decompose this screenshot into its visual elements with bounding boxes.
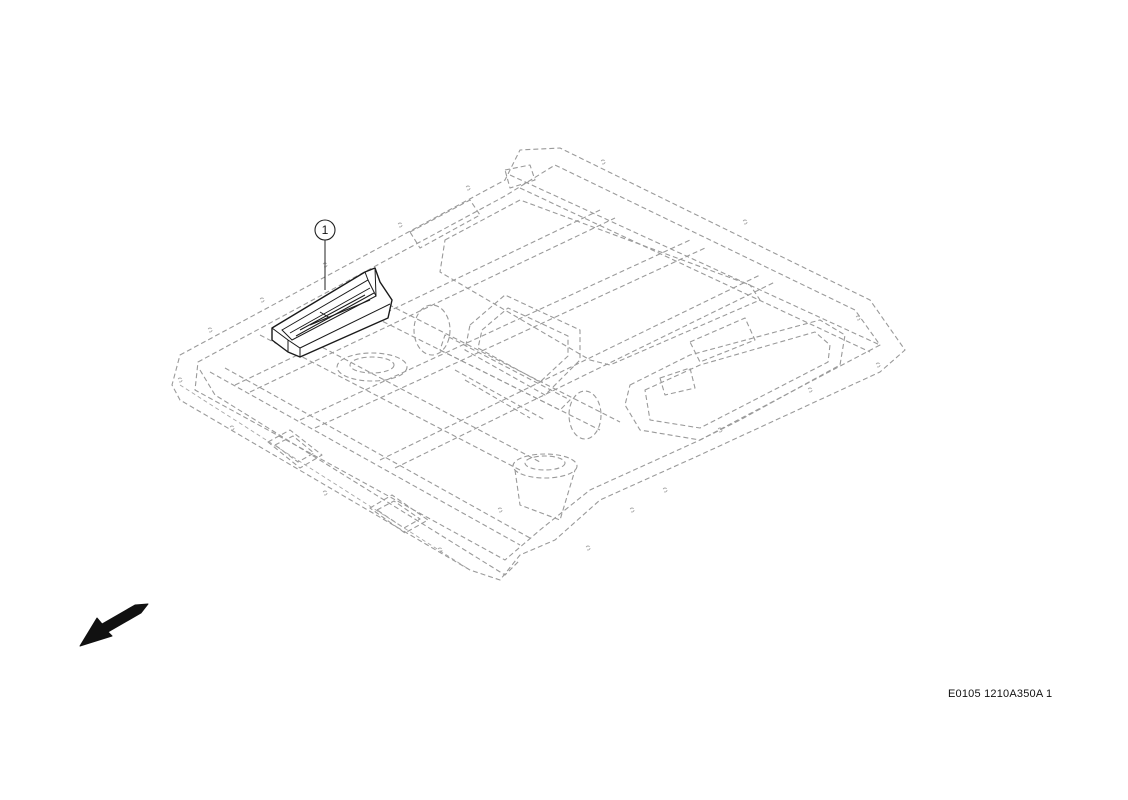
fastener-holes — [177, 159, 881, 553]
callout-circle — [314, 219, 336, 241]
vehicle-body-outline — [171, 147, 906, 581]
callout-1: 1 — [314, 219, 336, 290]
interior-tray-part — [271, 267, 393, 358]
callout-number: 1 — [322, 223, 329, 237]
front-direction-arrow-icon — [79, 603, 149, 647]
drawing-reference-code: E0105 1210A350A 1 — [948, 688, 1053, 700]
